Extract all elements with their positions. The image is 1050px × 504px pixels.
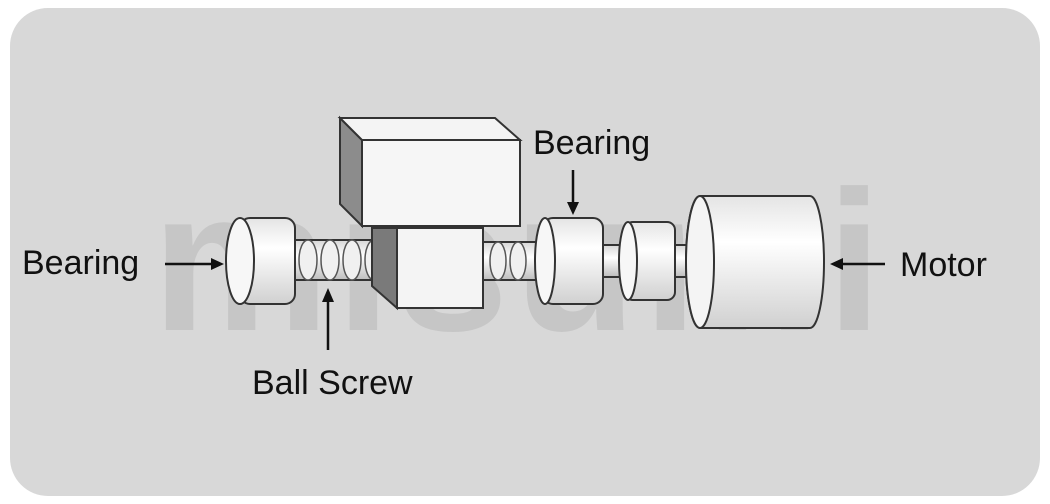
label-motor: Motor	[900, 246, 987, 284]
ball-screw-right	[482, 241, 544, 281]
nut-block	[371, 227, 484, 311]
label-ball-screw: Ball Screw	[252, 364, 413, 402]
slide-table	[337, 115, 523, 229]
arrow-bearing-top	[567, 170, 579, 215]
left-bearing	[225, 217, 296, 305]
label-bearing-left: Bearing	[22, 244, 140, 282]
motor	[685, 195, 825, 329]
arrow-bearing-left	[165, 258, 224, 270]
arrow-ball-screw	[322, 288, 334, 350]
right-bearing	[534, 217, 604, 305]
label-bearing-top: Bearing	[533, 124, 651, 162]
arrow-motor	[830, 258, 885, 270]
coupling	[618, 221, 676, 301]
